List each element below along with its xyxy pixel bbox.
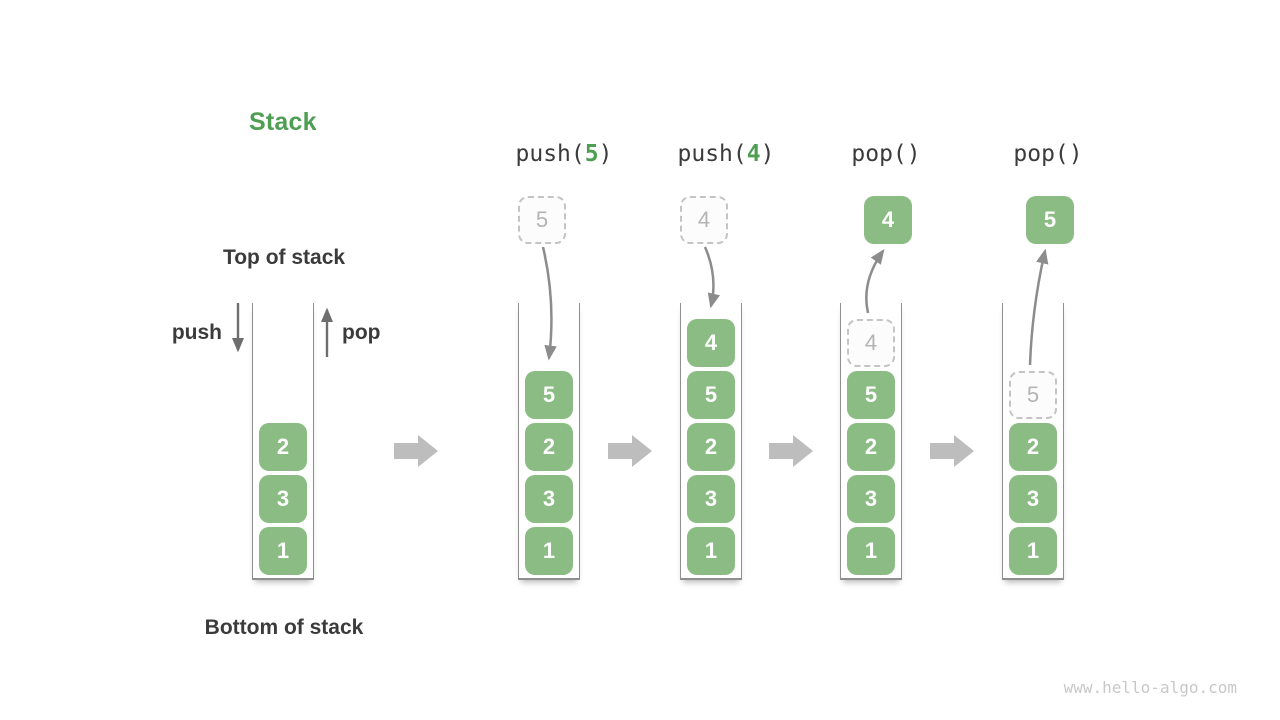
- operation-argument: 4: [746, 141, 761, 167]
- stack-item: 1: [847, 527, 895, 575]
- next-step-block-arrow-icon: [394, 435, 438, 467]
- stack-item: 3: [525, 475, 573, 523]
- stack-item: 1: [525, 527, 573, 575]
- next-step-block-arrow-icon: [930, 435, 974, 467]
- operation-argument: 5: [584, 141, 599, 167]
- floating-value-box: 5: [518, 196, 566, 244]
- top-of-stack-label: Top of stack: [222, 246, 346, 269]
- stack-item: 1: [1009, 527, 1057, 575]
- stack-item: 3: [847, 475, 895, 523]
- stack-item-ghost: 4: [847, 319, 895, 367]
- stack-item: 1: [259, 527, 307, 575]
- stack-item: 4: [687, 319, 735, 367]
- floating-value-box: 4: [680, 196, 728, 244]
- stack-item-ghost: 5: [1009, 371, 1057, 419]
- operation-label-after-pop-4: pop(): [851, 141, 921, 167]
- stack-item: 3: [1009, 475, 1057, 523]
- operation-label-after-push-4: push(4): [677, 141, 775, 167]
- bottom-of-stack-label: Bottom of stack: [204, 616, 364, 639]
- stack-item: 5: [525, 371, 573, 419]
- next-step-block-arrow-icon: [769, 435, 813, 467]
- floating-value-box: 5: [1026, 196, 1074, 244]
- operation-label-after-push-5: push(5): [515, 141, 613, 167]
- push-label: push: [171, 321, 222, 344]
- stack-item: 2: [259, 423, 307, 471]
- diagram-title: Stack: [249, 108, 317, 136]
- push-curve-arrow-icon: [703, 246, 720, 309]
- stack-item: 3: [259, 475, 307, 523]
- stack-item: 1: [687, 527, 735, 575]
- floating-value-box: 4: [864, 196, 912, 244]
- stack-item: 2: [525, 423, 573, 471]
- stack-item: 2: [1009, 423, 1057, 471]
- operation-label-after-pop-5: pop(): [1013, 141, 1083, 167]
- watermark: www.hello-algo.com: [1063, 678, 1237, 697]
- stack-item: 2: [847, 423, 895, 471]
- stack-item: 3: [687, 475, 735, 523]
- pop-label: pop: [342, 321, 381, 344]
- next-step-block-arrow-icon: [608, 435, 652, 467]
- stack-item: 5: [847, 371, 895, 419]
- stack-item: 2: [687, 423, 735, 471]
- stack-item: 5: [687, 371, 735, 419]
